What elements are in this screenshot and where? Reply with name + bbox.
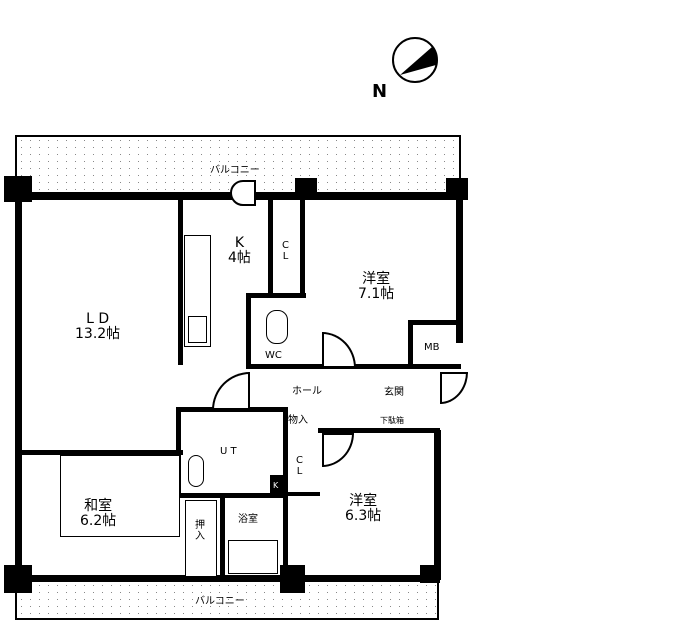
wall xyxy=(246,293,251,368)
wall xyxy=(434,430,441,580)
wall xyxy=(456,193,463,343)
k-small-label: K xyxy=(273,481,279,490)
wall xyxy=(176,493,288,498)
balcony-bottom xyxy=(15,580,439,620)
door[interactable] xyxy=(230,180,256,206)
washing-machine xyxy=(188,455,204,487)
door[interactable] xyxy=(322,433,354,467)
japanese-room-name: 和室 xyxy=(84,498,113,514)
door[interactable] xyxy=(322,332,356,368)
entrance-door[interactable] xyxy=(440,372,468,404)
shoe-box-label: 下駄箱 xyxy=(380,416,404,425)
ld-name: L D xyxy=(86,311,110,327)
balcony-top-label: バルコニー xyxy=(210,165,260,176)
stove xyxy=(188,316,207,343)
wc-label: WC xyxy=(265,350,282,361)
pillar xyxy=(4,565,32,593)
wall xyxy=(246,293,306,298)
wall xyxy=(300,200,305,296)
compass-icon xyxy=(392,37,438,83)
wall xyxy=(270,475,284,495)
hall-label: ホール xyxy=(292,386,322,397)
door[interactable] xyxy=(212,372,250,410)
wall xyxy=(15,575,440,581)
closet-1-label: C L xyxy=(282,240,289,262)
wall xyxy=(268,200,273,296)
western-room-1-name: 洋室 xyxy=(362,271,391,287)
western-room-2-name: 洋室 xyxy=(349,493,378,509)
pillar xyxy=(446,178,468,200)
entrance-label: 玄関 xyxy=(384,387,404,398)
balcony-top xyxy=(15,135,461,194)
wall xyxy=(408,320,458,325)
kitchen-name: K xyxy=(234,235,245,251)
pillar xyxy=(4,176,32,202)
pillar xyxy=(295,178,317,200)
wall xyxy=(15,193,22,583)
tatami xyxy=(60,455,180,537)
mb-label: MB xyxy=(424,342,440,353)
western-room-1-size: 7.1帖 xyxy=(358,286,395,302)
storage-label: 物入 xyxy=(288,415,308,426)
wall xyxy=(283,492,320,496)
wall xyxy=(408,320,413,368)
kitchen-size: 4帖 xyxy=(228,250,251,266)
compass-north-label: N xyxy=(372,81,388,102)
oshiire-closet xyxy=(185,500,217,577)
bathtub xyxy=(228,540,278,574)
wall xyxy=(15,450,183,455)
ld-size: 13.2帖 xyxy=(75,326,121,342)
wall xyxy=(220,497,225,577)
western-room-2-size: 6.3帖 xyxy=(345,508,382,524)
wall xyxy=(178,200,183,365)
pillar xyxy=(420,565,440,583)
balcony-bottom-label: バルコニー xyxy=(195,596,245,607)
oshiire-label: 押 入 xyxy=(195,520,205,542)
japanese-room-size: 6.2帖 xyxy=(80,513,117,529)
ut-label: U T xyxy=(220,446,237,457)
wall xyxy=(318,428,440,433)
closet-2-label: C L xyxy=(296,455,303,477)
bath-label: 浴室 xyxy=(238,514,258,525)
toilet xyxy=(266,310,288,344)
